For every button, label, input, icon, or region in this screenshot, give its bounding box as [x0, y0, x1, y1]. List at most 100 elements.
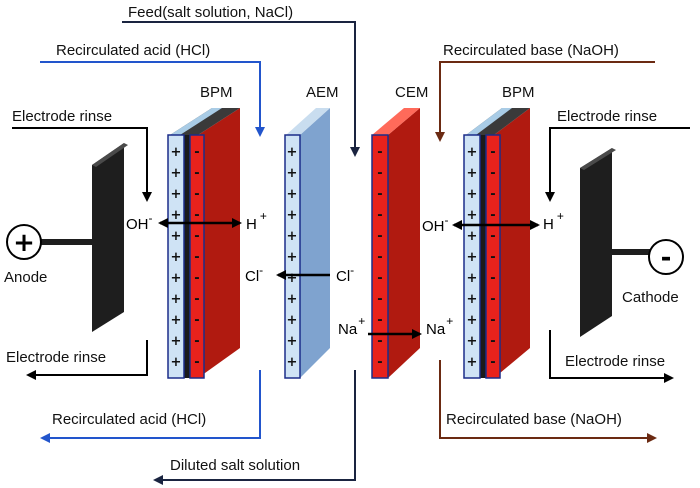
bpm-right-minus-sign: - — [490, 187, 495, 202]
ion-h-left: H+ — [246, 209, 267, 233]
cathode-plate — [580, 148, 616, 337]
aem-plus-sign: + — [287, 355, 298, 370]
cem-minus-sign: - — [377, 229, 382, 244]
bpm-left-plus-sign: + — [171, 292, 182, 307]
bpm-right-plus-sign: + — [467, 208, 478, 223]
bpm-right-plus-sign: + — [467, 250, 478, 265]
bpm-right-minus-sign: - — [490, 166, 495, 181]
bpm-right-plus-sign: + — [467, 355, 478, 370]
bpm-left-minus-sign: - — [194, 292, 199, 307]
cem-minus-sign: - — [377, 271, 382, 286]
recirc-base-bottom-label: Recirculated base (NaOH) — [446, 411, 622, 428]
aem-label: AEM — [306, 84, 339, 101]
ion-oh-right: OH- — [422, 213, 449, 235]
ion-cl-right: Cl- — [336, 263, 354, 285]
ion-oh-left: OH- — [126, 211, 153, 233]
anode-label: Anode — [4, 269, 47, 286]
anode-sign: + — [13, 228, 35, 258]
electrode-rinse-tl-label: Electrode rinse — [12, 108, 112, 125]
cem-minus-sign: - — [377, 187, 382, 202]
cathode-sign: - — [661, 243, 672, 273]
bpm-left-minus-sign: - — [194, 187, 199, 202]
bpm-left-plus-sign: + — [171, 271, 182, 286]
bpm-right-plus-sign: + — [467, 166, 478, 181]
bpm-right-minus-sign: - — [490, 271, 495, 286]
anode-plate — [92, 143, 128, 332]
bpm-right-minus-sign: - — [490, 250, 495, 265]
cem-membrane — [371, 108, 420, 379]
ion-na-left: Na+ — [338, 314, 365, 338]
bpm-left-label: BPM — [200, 84, 233, 101]
aem-plus-sign: + — [287, 229, 298, 244]
aem-plus-sign: + — [287, 313, 298, 328]
bpm-left-plus-sign: + — [171, 250, 182, 265]
diluted-label: Diluted salt solution — [170, 457, 300, 474]
bpm-right-plus-sign: + — [467, 145, 478, 160]
bpm-left-minus-sign: - — [194, 250, 199, 265]
bpm-left-minus-sign: - — [194, 313, 199, 328]
recirc-acid-top-line — [40, 61, 265, 137]
bpm-left-minus-sign: - — [194, 166, 199, 181]
electrode-rinse-br-label: Electrode rinse — [565, 353, 665, 370]
bpm-right-minus-sign: - — [490, 145, 495, 160]
ion-h-right: H+ — [543, 209, 564, 233]
bpm-right-membrane — [463, 108, 530, 379]
feed-line — [122, 21, 360, 157]
electrode-rinse-tr-label: Electrode rinse — [557, 108, 657, 125]
bpm-right-plus-sign: + — [467, 334, 478, 349]
recirc-base-top-label: Recirculated base (NaOH) — [443, 42, 619, 59]
bpm-right-minus-sign: - — [490, 334, 495, 349]
cem-minus-sign: - — [377, 355, 382, 370]
bpm-right-minus-sign: - — [490, 208, 495, 223]
electrode-rinse-bl-label: Electrode rinse — [6, 349, 106, 366]
bpm-left-minus-sign: - — [194, 334, 199, 349]
electrode-rinse-tl-line — [12, 127, 152, 202]
anode-terminal — [6, 224, 42, 260]
bpm-right-plus-sign: + — [467, 292, 478, 307]
bpm-left-plus-sign: + — [171, 229, 182, 244]
bpm-right-minus-sign: - — [490, 313, 495, 328]
bpm-left-minus-sign: - — [194, 355, 199, 370]
aem-plus-sign: + — [287, 166, 298, 181]
ion-cl-left: Cl- — [245, 263, 263, 285]
recirc-base-bottom-line — [439, 360, 657, 443]
bpm-right-plus-sign: + — [467, 271, 478, 286]
bpm-left-plus-sign: + — [171, 334, 182, 349]
bpm-left-minus-sign: - — [194, 208, 199, 223]
bpm-left-plus-sign: + — [171, 145, 182, 160]
bpm-left-membrane — [167, 108, 240, 379]
recirc-base-top-line — [435, 61, 655, 142]
aem-plus-sign: + — [287, 250, 298, 265]
bpm-left-minus-sign: - — [194, 271, 199, 286]
bpm-left-plus-sign: + — [171, 355, 182, 370]
bpm-right-minus-sign: - — [490, 355, 495, 370]
electrode-rinse-tr-line — [545, 127, 690, 202]
bpm-left-plus-sign: + — [171, 208, 182, 223]
cathode-label: Cathode — [622, 289, 679, 306]
bpm-left-plus-sign: + — [171, 166, 182, 181]
membrane-signs: +++++++++++-----------+++++++++++-------… — [171, 145, 496, 370]
aem-plus-sign: + — [287, 208, 298, 223]
cathode-terminal — [648, 239, 684, 275]
recirc-acid-bottom-label: Recirculated acid (HCl) — [52, 411, 206, 428]
bpm-right-label: BPM — [502, 84, 535, 101]
aem-membrane — [284, 108, 330, 379]
aem-plus-sign: + — [287, 334, 298, 349]
recirc-acid-top-label: Recirculated acid (HCl) — [56, 42, 210, 59]
bpm-right-plus-sign: + — [467, 187, 478, 202]
bpm-right-minus-sign: - — [490, 229, 495, 244]
cem-minus-sign: - — [377, 250, 382, 265]
cem-minus-sign: - — [377, 313, 382, 328]
aem-plus-sign: + — [287, 271, 298, 286]
bpm-right-minus-sign: - — [490, 292, 495, 307]
aem-plus-sign: + — [287, 292, 298, 307]
bpm-right-plus-sign: + — [467, 229, 478, 244]
aem-plus-sign: + — [287, 187, 298, 202]
recirc-acid-bottom-line — [40, 370, 261, 443]
bpm-left-minus-sign: - — [194, 229, 199, 244]
bpm-left-plus-sign: + — [171, 313, 182, 328]
cem-minus-sign: - — [377, 145, 382, 160]
cem-minus-sign: - — [377, 166, 382, 181]
